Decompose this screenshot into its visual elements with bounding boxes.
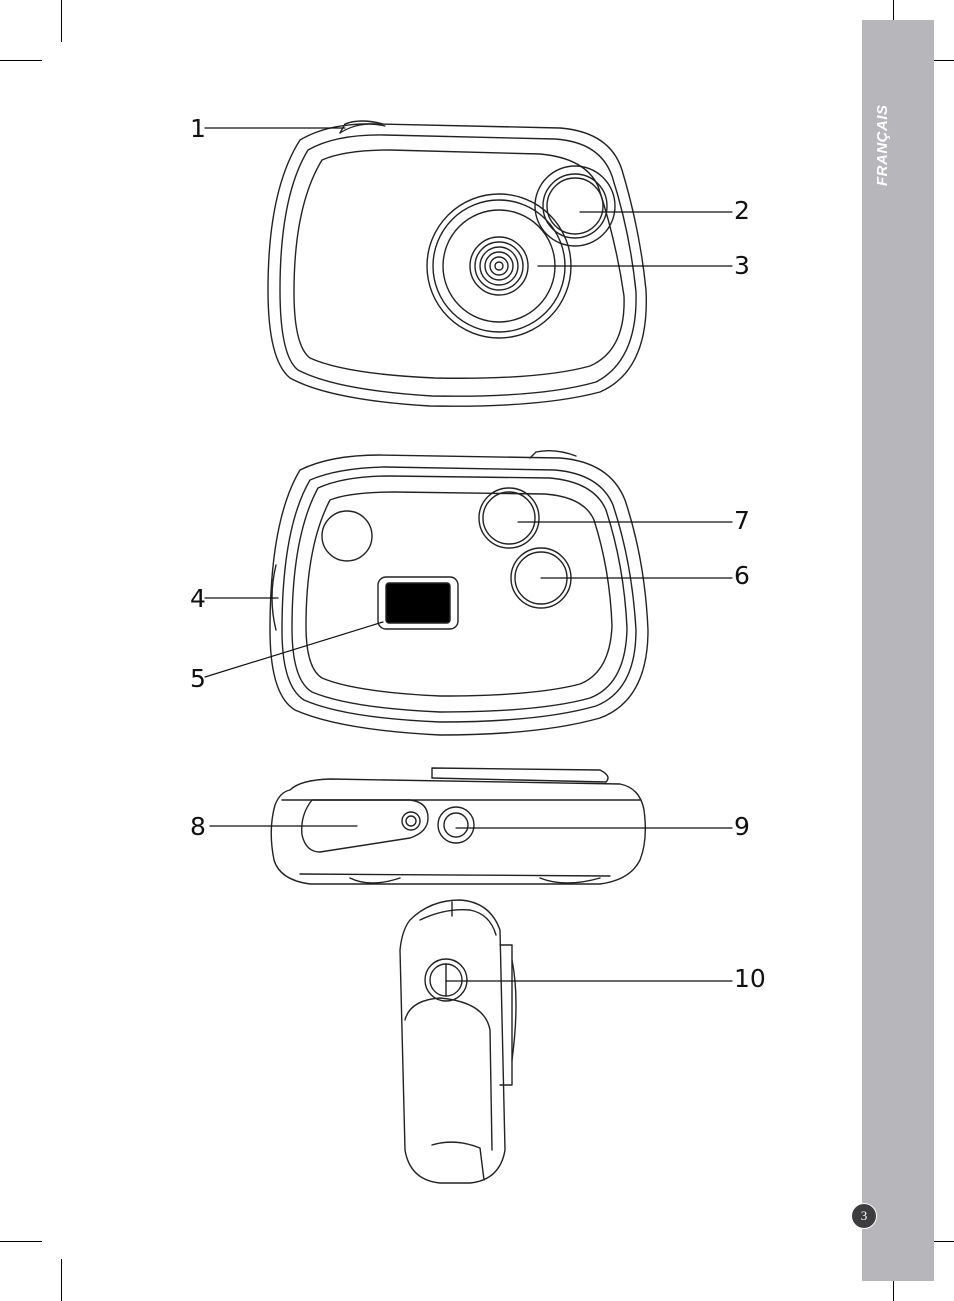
callout-7: 7 xyxy=(734,508,750,533)
camera-back-view xyxy=(270,451,648,735)
camera-side-view xyxy=(400,900,516,1183)
callout-6: 6 xyxy=(734,563,750,588)
callout-3: 3 xyxy=(734,253,750,278)
callout-8: 8 xyxy=(190,814,206,839)
callout-leader-lines xyxy=(205,128,732,981)
callout-9: 9 xyxy=(734,814,750,839)
callout-2: 2 xyxy=(734,198,750,223)
callout-10: 10 xyxy=(734,966,766,991)
callout-4: 4 xyxy=(190,586,206,611)
camera-front-view xyxy=(268,121,646,406)
callout-1: 1 xyxy=(190,116,206,141)
callout-5: 5 xyxy=(190,666,206,691)
